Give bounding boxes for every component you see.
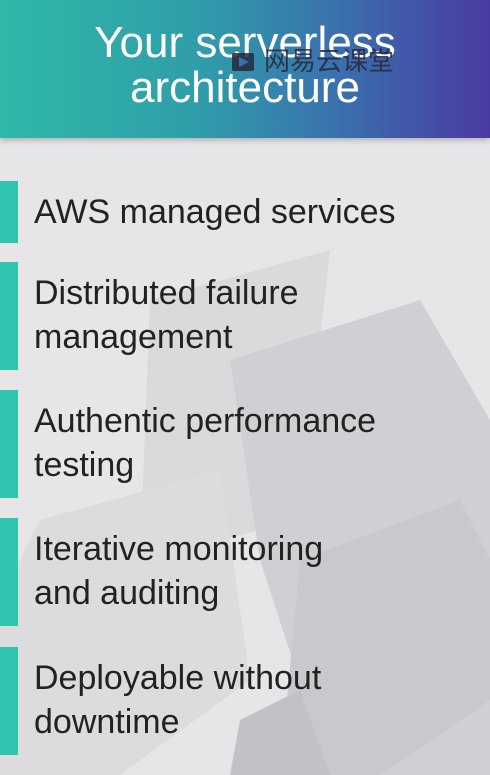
list-item: Deployable without downtime — [0, 647, 490, 755]
list-item-text: Authentic performance testing — [34, 402, 377, 484]
list-item: Distributed failure management — [0, 262, 490, 370]
list-item-accent-bar — [0, 518, 18, 626]
list-item: Iterative monitoring and auditing — [0, 518, 490, 626]
list-item-text: Deployable without downtime — [34, 659, 322, 741]
list-item-accent-bar — [0, 647, 18, 755]
slide-title: Your serverless architecture — [0, 20, 490, 110]
list-item-text: Iterative monitoring and auditing — [34, 530, 324, 612]
list-item-accent-bar — [0, 181, 18, 243]
watermark: 网易云课堂 — [230, 46, 394, 78]
list-item: Authentic performance testing — [0, 390, 490, 498]
list-item-text: AWS managed services — [34, 193, 396, 231]
list-item-accent-bar — [0, 390, 18, 498]
title-banner: Your serverless architecture 网易云课堂 — [0, 0, 490, 138]
netease-classroom-logo-icon — [232, 53, 254, 71]
watermark-text: 网易云课堂 — [264, 47, 395, 77]
list-item: AWS managed services — [0, 181, 490, 243]
list-item-text: Distributed failure management — [34, 274, 299, 356]
slide-title-line-2: architecture — [130, 63, 360, 112]
list-item-accent-bar — [0, 262, 18, 370]
